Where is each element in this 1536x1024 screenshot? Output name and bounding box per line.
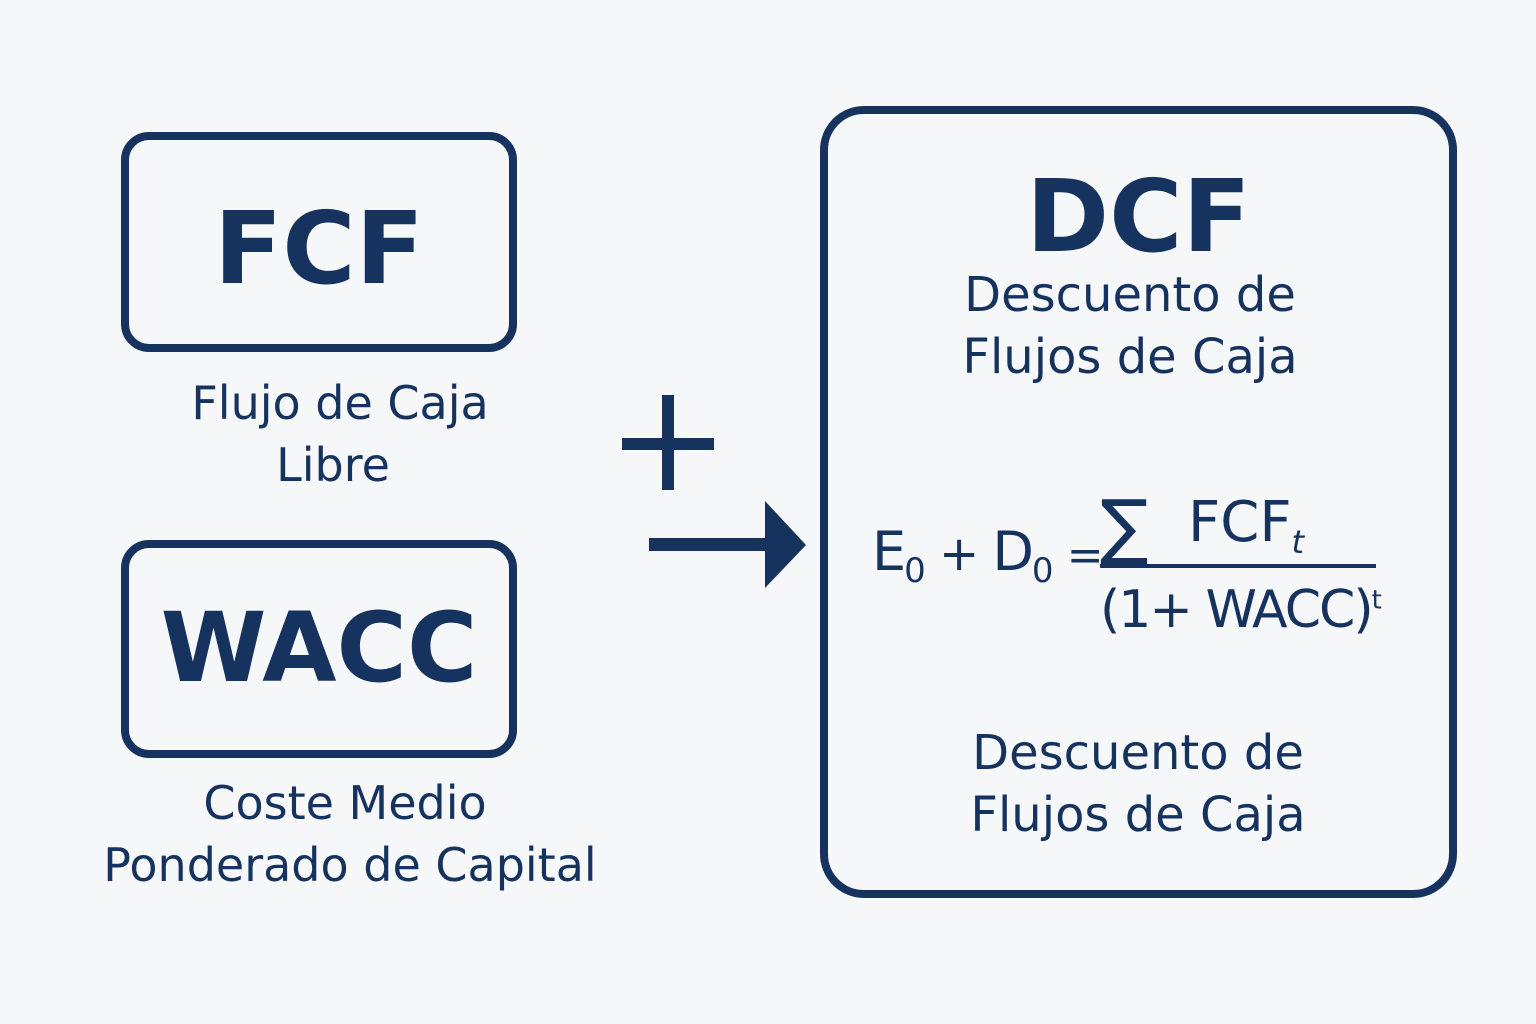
dcf-subtitle-line2: Flujos de Caja — [962, 329, 1298, 385]
formula-denominator: (1+ WACC) — [1100, 580, 1374, 640]
dcf-subtitle: Descuento de Flujos de Caja — [820, 264, 1440, 388]
wacc-caption-line2: Ponderado de Capital — [103, 838, 597, 892]
fcf-caption-line2: Libre — [276, 438, 390, 492]
formula-e: E — [872, 520, 906, 583]
wacc-title: WACC — [160, 592, 478, 704]
formula-plus: + — [938, 526, 979, 582]
fcf-caption-line1: Flujo de Caja — [191, 376, 489, 430]
formula-d: D — [992, 520, 1034, 583]
formula-denominator-sup: t — [1371, 585, 1382, 616]
fraction-bar — [1100, 564, 1376, 568]
wacc-caption: Coste Medio Ponderado de Capital — [60, 772, 640, 896]
formula-equals: = — [1066, 530, 1104, 581]
dcf-formula: E0 + D0 = ∑ FCFt (1+ WACC)t — [872, 484, 1392, 650]
formula-d-sub: 0 — [1031, 550, 1054, 591]
wacc-caption-line1: Coste Medio — [203, 776, 487, 830]
dcf-subtitle-line1: Descuento de — [964, 267, 1296, 323]
dcf-title: DCF — [1026, 158, 1251, 275]
dcf-footer-line2: Flujos de Caja — [970, 787, 1306, 843]
formula-e-sub: 0 — [904, 550, 926, 591]
formula-sigma: ∑ — [1100, 484, 1149, 568]
fcf-caption: Flujo de Caja Libre — [130, 372, 550, 496]
formula-numerator-sub: t — [1291, 523, 1305, 562]
fcf-box — [121, 132, 517, 352]
dcf-footer: Descuento de Flujos de Caja — [828, 722, 1448, 846]
dcf-box — [820, 106, 1457, 898]
formula-numerator: FCF — [1188, 490, 1292, 555]
wacc-box — [121, 540, 517, 758]
dcf-footer-line1: Descuento de — [972, 725, 1304, 781]
fcf-title: FCF — [213, 190, 424, 307]
